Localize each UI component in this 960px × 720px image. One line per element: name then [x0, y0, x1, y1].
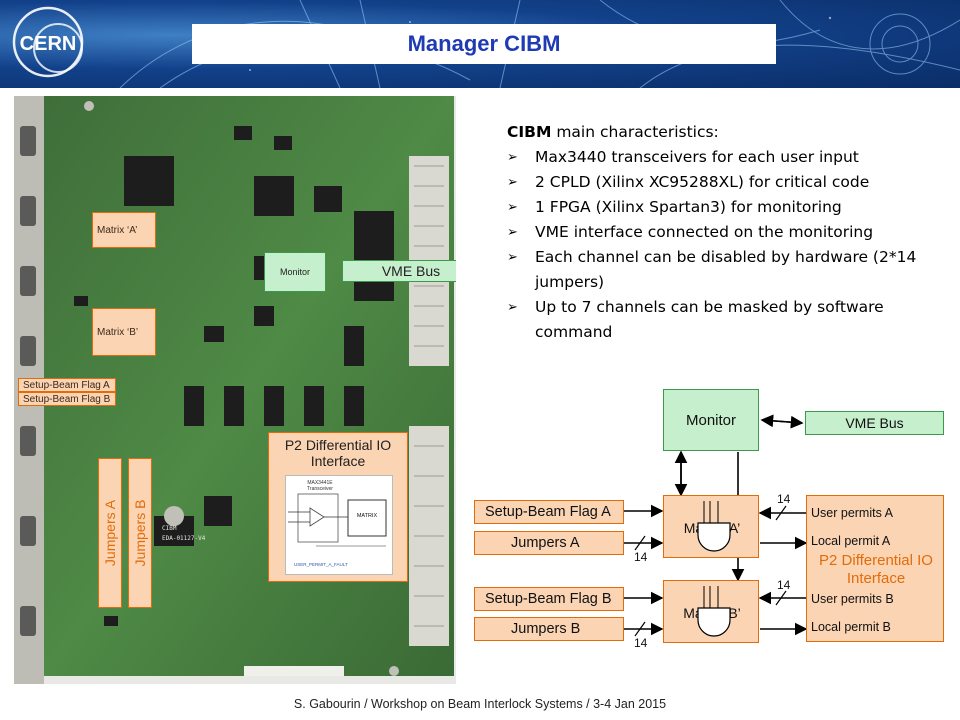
photo-p2-schematic: MAX3441E Transceiver MATRIX USER_PERMIT_… [285, 475, 393, 575]
diagram-vme-bus-box: VME Bus [805, 411, 944, 435]
diagram-matrix-b-box: Matrix ‘B’ [663, 580, 759, 643]
footer-citation: S. Gabourin / Workshop on Beam Interlock… [293, 697, 667, 711]
photo-label-jumpers-b: Jumpers B [128, 458, 152, 608]
diagram-jumpers-b-box: Jumpers B [474, 617, 624, 641]
monitor-to-vme-arrow [761, 415, 804, 429]
title-box: Manager CIBM [192, 24, 776, 64]
list-item: ➢ 1 FPGA (Xilinx Spartan3) for monitoring [507, 195, 937, 220]
diagram-p2-interface-box: User permits A Local permit A P2 Differe… [806, 495, 944, 642]
photo-p2-title: P2 Differential IO Interface [284, 437, 392, 469]
list-item: ➢ Each channel can be disabled by hardwar… [507, 245, 937, 295]
and-gate-icon [697, 586, 731, 637]
board-print-name: CIBM [162, 525, 177, 532]
arrow-bullet-icon: ➢ [507, 200, 518, 215]
schematic-matrix-label: MATRIX [356, 513, 378, 519]
diagram-local-permit-a: Local permit A [811, 534, 891, 548]
diagram-local-permit-b: Local permit B [811, 620, 891, 634]
list-item-text: 1 FPGA (Xilinx Spartan3) for monitoring [535, 198, 842, 216]
list-item: ➢ Max3440 transceivers for each user inpu… [507, 145, 937, 170]
cern-logo: CERN [12, 6, 84, 78]
arrow-bullet-icon: ➢ [507, 150, 518, 165]
diagram-user-permits-b: User permits B [811, 592, 894, 606]
list-item: ➢ VME interface connected on the monitori… [507, 220, 937, 245]
list-item-text: Up to 7 channels can be masked by softwa… [535, 298, 884, 341]
list-item: ➢ 2 CPLD (Xilinx XC95288XL) for critical … [507, 170, 937, 195]
photo-label-setup-flag-a: Setup-Beam Flag A [18, 378, 116, 392]
list-item: ➢ Up to 7 channels can be masked by softw… [507, 295, 937, 345]
header-banner: CERN Manager CIBM [0, 0, 960, 88]
photo-label-jumpers-a-text: Jumpers A [102, 499, 118, 567]
characteristics-title-rest: main characteristics: [551, 123, 719, 141]
diagram-jumpers-a-box: Jumpers A [474, 531, 624, 555]
schematic-drawing [288, 493, 387, 547]
photo-label-jumpers-a: Jumpers A [98, 458, 122, 608]
photo-p2-callout: P2 Differential IO Interface MAX3441E Tr… [268, 432, 408, 582]
list-item-text: VME interface connected on the monitorin… [535, 223, 874, 241]
list-item-text: Each channel can be disabled by hardware… [535, 248, 917, 291]
list-item-text: 2 CPLD (Xilinx XC95288XL) for critical c… [535, 173, 870, 191]
diagram-monitor-box: Monitor [663, 389, 759, 451]
bus-width-label: 14 [777, 492, 791, 506]
arrow-bullet-icon: ➢ [507, 225, 518, 240]
list-item-text: Max3440 transceivers for each user input [535, 148, 859, 166]
bus-width-label: 14 [634, 550, 648, 564]
characteristics-title-bold: CIBM [507, 123, 552, 141]
vme-to-monitor-arrow [760, 414, 803, 428]
arrow-bullet-icon: ➢ [507, 250, 518, 265]
photo-label-matrix-b: Matrix ‘B’ [92, 308, 156, 356]
diagram-matrix-a-box: Matrix ‘A’ [663, 495, 759, 558]
diagram-setup-flag-b-box: Setup-Beam Flag B [474, 587, 624, 611]
arrow-bullet-icon: ➢ [507, 175, 518, 190]
diagram-user-permits-a: User permits A [811, 506, 893, 520]
characteristics-title: CIBM main characteristics: [507, 120, 937, 145]
bus-width-label: 14 [777, 578, 791, 592]
and-gate-icon [697, 501, 731, 552]
bus-width-label: 14 [634, 636, 648, 650]
diagram-p2-title: P2 Differential IO Interface [819, 552, 933, 587]
photo-label-monitor: Monitor [264, 252, 326, 292]
page-title: Manager CIBM [407, 31, 561, 56]
photo-label-matrix-a: Matrix ‘A’ [92, 212, 156, 248]
photo-label-vme-bus: VME Bus [342, 260, 456, 282]
photo-label-setup-flag-b: Setup-Beam Flag B [18, 392, 116, 406]
diagram-setup-flag-a-box: Setup-Beam Flag A [474, 500, 624, 524]
board-print-part: EDA-01127-V4 [162, 535, 206, 542]
photo-label-jumpers-b-text: Jumpers B [132, 499, 148, 567]
schematic-chip-label: MAX3441E Transceiver [307, 480, 333, 492]
cern-logo-text: CERN [20, 33, 77, 55]
arrow-bullet-icon: ➢ [507, 300, 518, 315]
board-photo: CIBM EDA-01127-V4 Matrix ‘A’ Matrix ‘B’ … [14, 96, 456, 684]
schematic-signal-label: USER_PERMIT_A_FAULT [294, 562, 348, 567]
characteristics-list: CIBM main characteristics: ➢ Max3440 tran… [507, 120, 937, 345]
